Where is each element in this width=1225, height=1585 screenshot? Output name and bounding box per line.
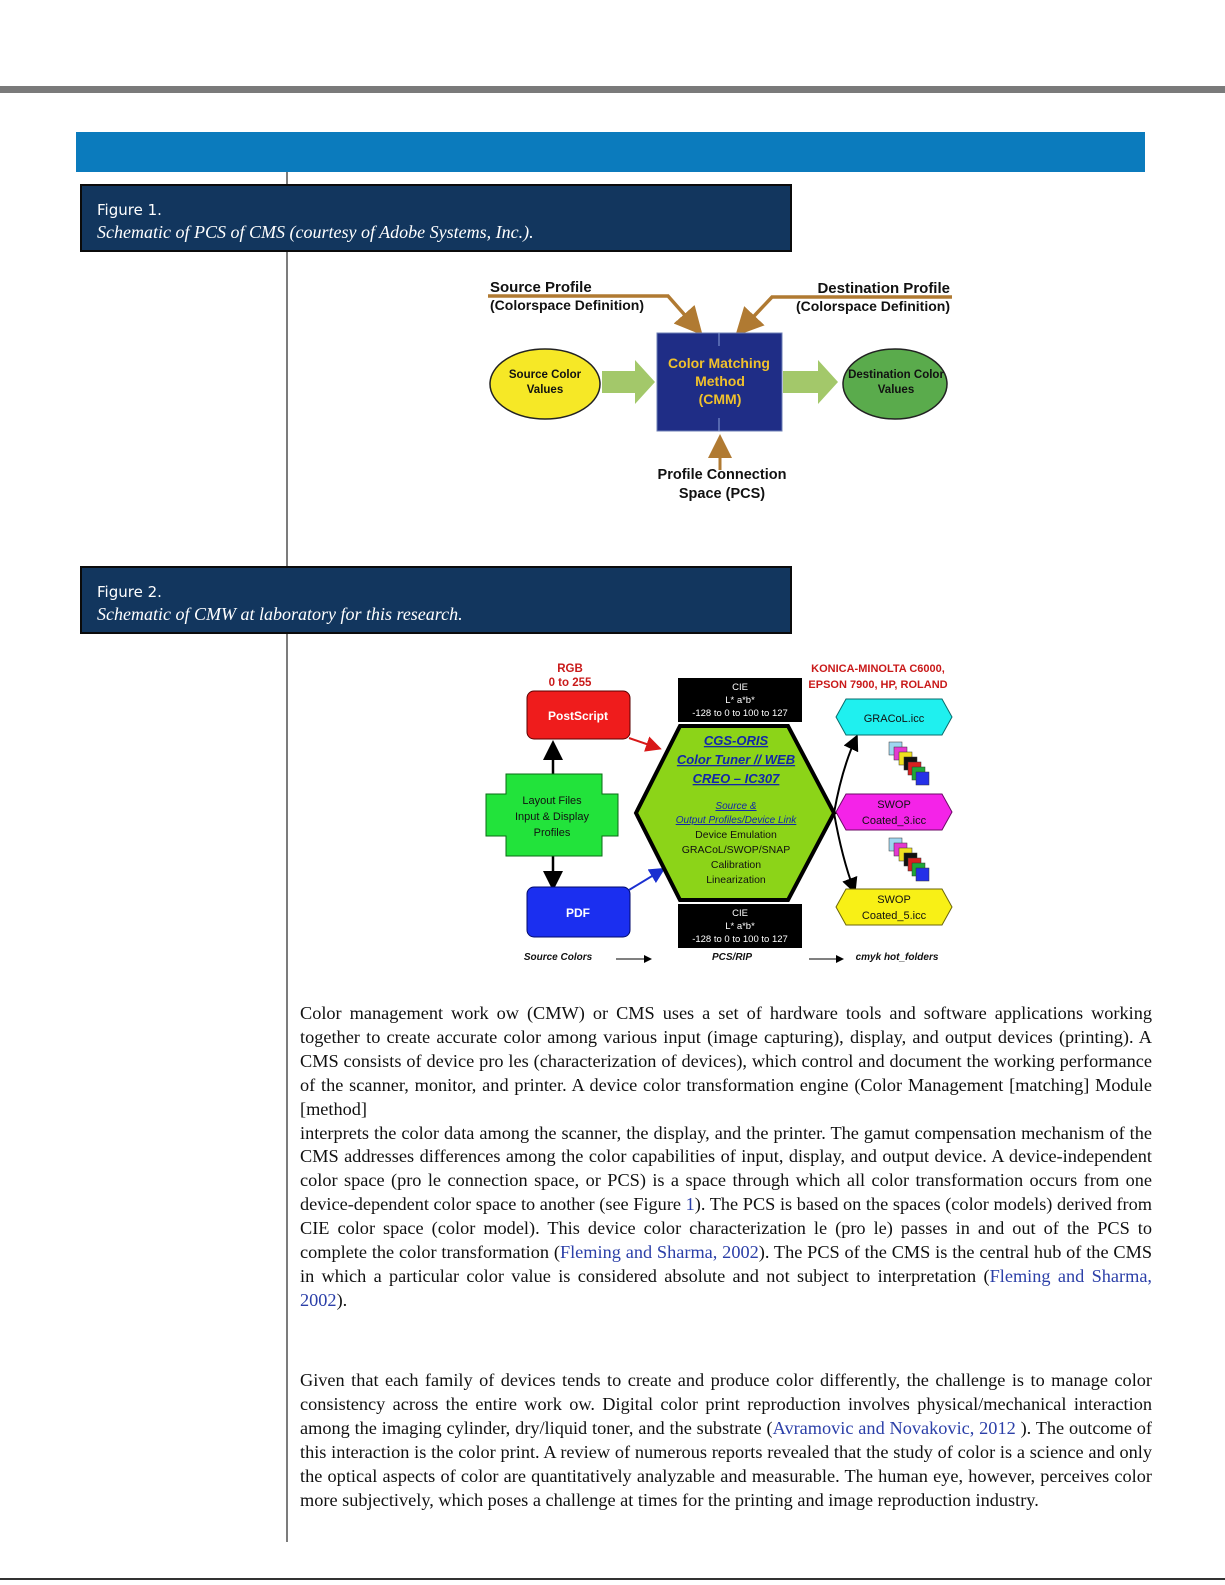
- rgb-label: RGB: [557, 663, 583, 675]
- cms-hexagon-node: [633, 724, 837, 902]
- figure-1-caption-text: Schematic of PCS of CMS (courtesy of Ado…: [97, 222, 534, 242]
- cie-bottom-box: [678, 904, 802, 948]
- hex-line9: Linearization: [706, 874, 766, 886]
- cie-bottom-line1: CIE: [732, 908, 748, 919]
- para1-text-5: ).: [336, 1289, 348, 1310]
- figure-2-caption: Figure 2. Schematic of CMW at laboratory…: [80, 566, 792, 634]
- citation-avramovic-novakovic-link[interactable]: Avramovic and Novakovic, 2012: [772, 1417, 1021, 1438]
- footer-pcs-rip: PCS/RIP: [712, 952, 752, 963]
- cie-bottom-line2: L* a*b*: [725, 921, 755, 932]
- cmm-line1: Color Matching: [668, 355, 770, 371]
- figure-1-diagram: Source Profile (Colorspace Definition) D…: [488, 279, 952, 502]
- footer-cmyk-hot-folders: cmyk hot_folders: [856, 952, 939, 963]
- hex-line7: GRACoL/SWOP/SNAP: [682, 844, 791, 856]
- swop3-line2: Coated_3.icc: [862, 815, 927, 827]
- postscript-label: PostScript: [548, 709, 608, 723]
- destination-color-values-node: [842, 348, 948, 420]
- gracol-label: GRACoL.icc: [864, 713, 925, 725]
- citation-fleming-sharma-link-2[interactable]: Fleming and Sharma, 2002: [300, 1265, 1153, 1310]
- destination-profile-arrow: [735, 295, 952, 337]
- printers-line2: EPSON 7900, HP, ROLAND: [808, 679, 947, 691]
- para1-text-3: ). The PCS is based on the spaces (color…: [300, 1194, 1153, 1263]
- printers-line1: KONICA-MINOLTA C6000,: [811, 663, 945, 675]
- source-values-line1: Source Color: [509, 369, 582, 381]
- cmyk-swatch-stack-2: [888, 837, 930, 882]
- figure-2-caption-text: Schematic of CMW at laboratory for this …: [97, 604, 463, 624]
- source-profile-sublabel: (Colorspace Definition): [490, 297, 644, 313]
- cie-top-line2: L* a*b*: [725, 695, 755, 706]
- layout-line3: Profiles: [534, 827, 571, 839]
- citation-fleming-sharma-link-1[interactable]: Fleming and Sharma, 2002: [559, 1242, 759, 1263]
- pcs-line1: Profile Connection: [658, 467, 787, 483]
- hex-line8: Calibration: [711, 859, 761, 871]
- layout-line2: Input & Display: [515, 811, 589, 823]
- para1-text-1: Color management work ow (CMW) or CMS us…: [300, 1003, 1152, 1119]
- destination-profile-label: Destination Profile: [817, 280, 950, 297]
- cmm-to-destination-arrow: [783, 360, 838, 404]
- hex-line6: Device Emulation: [695, 829, 777, 841]
- pdf-to-cms-arrow: [628, 867, 666, 891]
- layout-files-node: [485, 773, 619, 857]
- source-profile-label: Source Profile: [490, 279, 592, 296]
- layout-line1: Layout Files: [522, 795, 582, 807]
- cms-to-swop5-arrow: [833, 812, 858, 894]
- figure-2-diagram: RGB 0 to 255 PostScript Layout Files Inp…: [485, 663, 953, 963]
- para1-text-2: interprets the color data among the scan…: [300, 1122, 1152, 1215]
- body-paragraph-1: Color management work ow (CMW) or CMS us…: [300, 1002, 1152, 1313]
- cmm-line3: (CMM): [699, 391, 742, 407]
- hex-line5: Output Profiles/Device Link: [676, 815, 798, 826]
- figure-1-caption: Figure 1. Schematic of PCS of CMS (court…: [80, 184, 792, 252]
- cie-bottom-line3: -128 to 0 to 100 to 127: [692, 934, 788, 945]
- pdf-label: PDF: [566, 906, 590, 920]
- cie-top-box: [678, 678, 802, 722]
- gracol-node: [835, 698, 953, 736]
- cie-top-line1: CIE: [732, 682, 748, 693]
- pcs-line2: Space (PCS): [679, 486, 765, 502]
- swop3-line1: SWOP: [877, 799, 911, 811]
- dest-values-line1: Destination Color: [848, 369, 944, 381]
- footer-source-colors: Source Colors: [524, 952, 593, 963]
- postscript-node: [526, 690, 631, 740]
- figure-1-reference-link[interactable]: 1: [685, 1194, 695, 1215]
- para2-text-1: Given that each family of devices tends …: [300, 1370, 1152, 1438]
- color-matching-method-box: [656, 332, 783, 432]
- pdf-node: [526, 886, 631, 938]
- hex-line1: CGS-ORIS: [704, 733, 769, 748]
- body-paragraph-2: Given that each family of devices tends …: [300, 1369, 1152, 1512]
- postscript-to-cms-arrow: [628, 736, 662, 752]
- cmm-line2: Method: [695, 373, 745, 389]
- cmyk-swatch-stack-1: [888, 741, 930, 786]
- para2-text-2: ). The outcome of this interaction is th…: [300, 1417, 1153, 1510]
- figure-2-number: Figure 2.: [97, 583, 162, 601]
- rgb-range-label: 0 to 255: [549, 677, 592, 689]
- hex-line2: Color Tuner // WEB: [677, 752, 795, 767]
- dest-values-line2: Values: [878, 384, 914, 396]
- hex-line4: Source &: [715, 801, 756, 812]
- header-band: [76, 132, 1145, 172]
- swop5-line1: SWOP: [877, 894, 911, 906]
- hex-line3: CREO – IC307: [693, 771, 780, 786]
- column-divider: [286, 172, 288, 1542]
- swop5-line2: Coated_5.icc: [862, 910, 927, 922]
- figure-1-number: Figure 1.: [97, 201, 162, 219]
- source-to-cmm-arrow: [602, 360, 655, 404]
- para1-text-4: ). The PCS of the CMS is the central hub…: [300, 1242, 1153, 1286]
- cie-top-line3: -128 to 0 to 100 to 127: [692, 708, 788, 719]
- source-values-line2: Values: [527, 384, 563, 396]
- top-rule: [0, 86, 1225, 93]
- bottom-rule: [0, 1578, 1225, 1580]
- swop5-node: [835, 888, 953, 926]
- source-color-values-node: [489, 348, 601, 420]
- cms-to-gracol-arrow: [833, 734, 859, 814]
- destination-profile-sublabel: (Colorspace Definition): [796, 298, 950, 314]
- source-profile-arrow: [488, 294, 703, 336]
- swop3-node: [835, 793, 953, 831]
